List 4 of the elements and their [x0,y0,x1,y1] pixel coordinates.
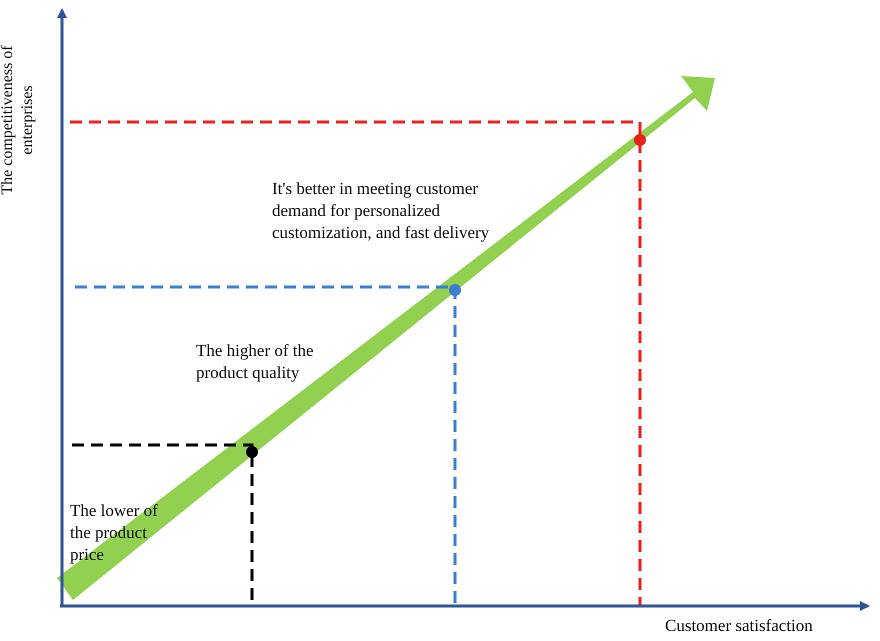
axis-title: Customer satisfaction [665,615,813,637]
annotation-text: The higher of the product quality [196,340,315,384]
axis-title: The competitiveness of enterprises [0,44,37,197]
annotation-text: It's better in meeting customer demand for personalized customization, and fast delivery [272,178,490,244]
